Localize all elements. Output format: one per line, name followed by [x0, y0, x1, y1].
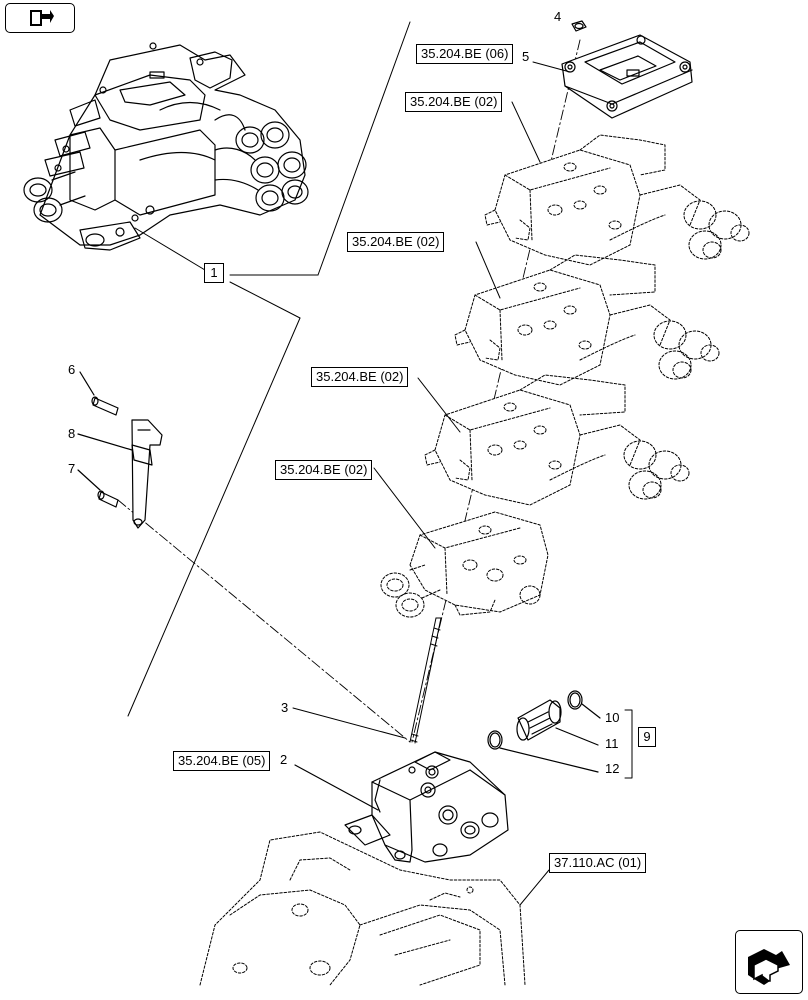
ref-35-204-be-02-d[interactable]: 35.204.BE (02) — [275, 460, 373, 480]
valve-section-d — [380, 511, 549, 618]
prev-page-arrow-icon[interactable] — [5, 3, 75, 33]
ref-35-204-be-02-b[interactable]: 35.204.BE (02) — [347, 232, 445, 252]
valve-section-b — [454, 254, 720, 386]
ref-35-204-be-05[interactable]: 35.204.BE (05) — [173, 751, 271, 771]
callout-3: 3 — [281, 700, 289, 715]
callout-5: 5 — [522, 49, 530, 64]
callout-11: 11 — [605, 736, 619, 751]
ref-37-110-ac-01[interactable]: 37.110.AC (01) — [549, 853, 647, 873]
callout-6: 6 — [68, 362, 76, 377]
tie-rod — [292, 617, 442, 744]
bracket-9 — [624, 709, 633, 779]
next-page-arrow-icon[interactable] — [735, 930, 803, 994]
callout-1: 1 — [204, 263, 224, 283]
valve-section-c — [424, 374, 690, 506]
valve-section-a — [484, 134, 750, 266]
callout-9: 9 — [638, 727, 656, 747]
inlet-section — [294, 751, 509, 863]
plate-and-screws — [77, 371, 163, 529]
ref-35-204-be-02-a[interactable]: 35.204.BE (02) — [405, 92, 503, 112]
ref-35-204-be-06[interactable]: 35.204.BE (06) — [416, 44, 514, 64]
callout-10: 10 — [605, 710, 620, 725]
callout-7: 7 — [68, 461, 76, 476]
callout-8: 8 — [68, 426, 76, 441]
cover-and-nut — [561, 20, 693, 119]
assembled-valve-overview — [23, 42, 309, 251]
callout-1-leaders — [127, 21, 411, 717]
callout-4: 4 — [554, 9, 562, 24]
callout-12: 12 — [605, 761, 620, 776]
transmission-housing — [199, 831, 526, 986]
callout-2: 2 — [280, 752, 288, 767]
plug-and-orings — [487, 690, 601, 773]
ref-35-204-be-02-c[interactable]: 35.204.BE (02) — [311, 367, 409, 387]
reference-leaders — [373, 61, 571, 906]
